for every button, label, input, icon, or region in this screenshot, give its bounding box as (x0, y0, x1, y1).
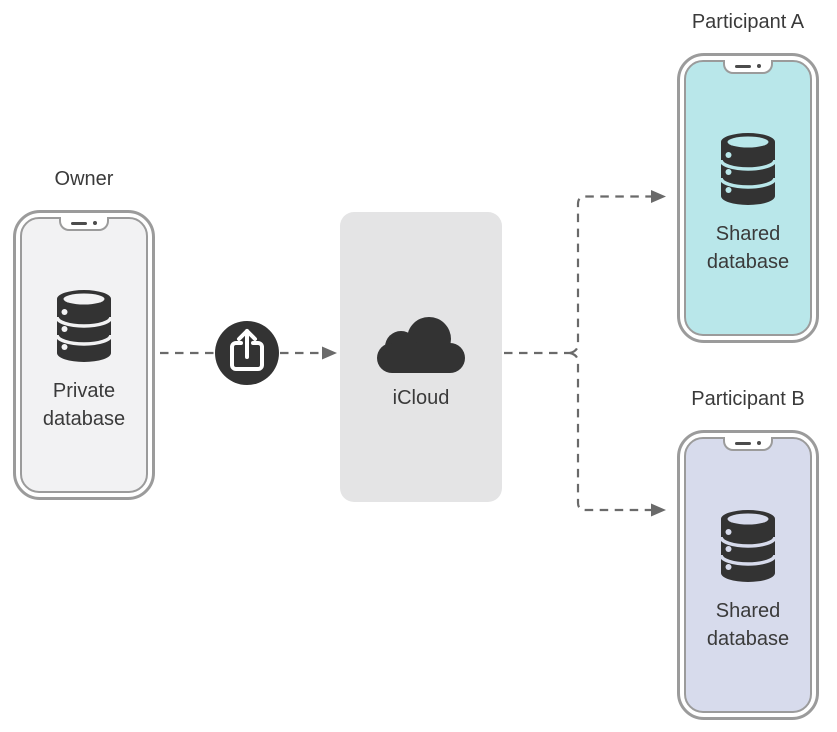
phone-notch (59, 217, 109, 231)
participant-b-label: Participant B (691, 388, 805, 410)
phone-notch (723, 437, 773, 451)
database-icon (55, 289, 113, 362)
volume-down-button (677, 169, 680, 196)
mute-switch (677, 112, 680, 125)
arrowhead-to-icloud (322, 346, 337, 360)
owner-phone-screen: Private database (20, 217, 148, 493)
shared-database-label: Shared database (706, 222, 790, 273)
branch-to-participant-a-connector (569, 195, 651, 355)
volume-down-button (13, 326, 16, 353)
mute-switch (13, 269, 16, 282)
participant-b-phone: Shared database (677, 430, 819, 720)
phone-notch (723, 60, 773, 74)
camera-icon (93, 221, 97, 225)
owner-phone: Private database (13, 210, 155, 500)
arrowhead-to-participant-b (651, 503, 666, 517)
share-icon (215, 321, 279, 385)
private-database-label: Private database (42, 379, 126, 430)
participant-a-phone-screen: Shared database (684, 60, 812, 336)
icloud-box: iCloud (340, 212, 502, 502)
volume-up-button (677, 136, 680, 163)
square-and-arrow-up-icon (230, 329, 264, 371)
participant-a-phone: Shared database (677, 53, 819, 343)
camera-icon (757, 64, 761, 68)
participant-b-phone-screen: Shared database (684, 437, 812, 713)
speaker-icon (735, 441, 751, 445)
power-button (816, 505, 819, 544)
branch-to-participant-b-connector (569, 351, 651, 512)
arrowhead-to-participant-a (651, 190, 666, 203)
camera-icon (757, 441, 761, 445)
icloud-label: iCloud (392, 386, 450, 409)
power-button (152, 285, 155, 324)
volume-down-button (677, 546, 680, 573)
mute-switch (677, 489, 680, 502)
speaker-icon (735, 64, 751, 68)
volume-up-button (677, 513, 680, 540)
cloud-icon (377, 316, 465, 373)
volume-up-button (13, 293, 16, 320)
participant-a-label: Participant A (691, 11, 805, 33)
shared-database-label: Shared database (706, 599, 790, 650)
database-icon (719, 509, 777, 582)
speaker-icon (71, 221, 87, 225)
owner-label: Owner (54, 168, 114, 190)
database-icon (719, 132, 777, 205)
power-button (816, 128, 819, 167)
